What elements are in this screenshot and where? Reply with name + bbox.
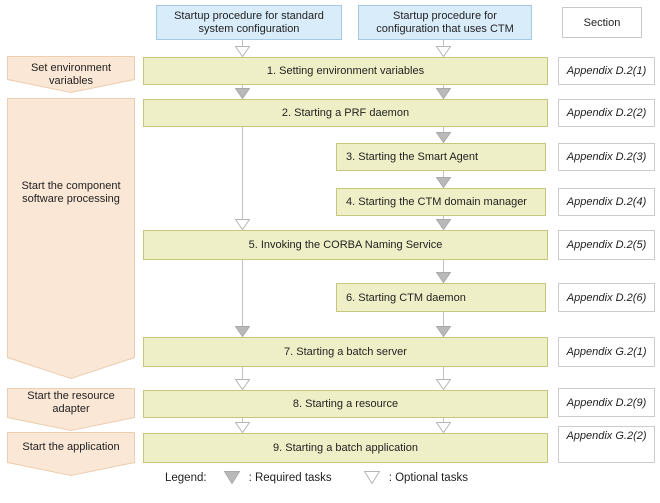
section-ref-8: Appendix D.2(9) (558, 388, 655, 417)
section-ref-1: Appendix D.2(1) (558, 57, 655, 85)
section-ref-label: Appendix D.2(5) (566, 239, 647, 251)
optional-arrow-icon (436, 418, 451, 433)
section-ref-label: Appendix D.2(4) (566, 196, 647, 208)
column-header-standard: Startup procedure for standard system co… (156, 5, 342, 40)
phase-callout-resource-adapter: Start the resource adapter (7, 388, 135, 431)
step-box-3: 3. Starting the Smart Agent (336, 143, 546, 171)
legend-title: Legend: (165, 471, 207, 484)
optional-arrow-icon (235, 418, 250, 433)
optional-arrow-icon (235, 367, 250, 390)
section-ref-label: Appendix D.2(6) (566, 291, 647, 304)
column-header-section-label: Section (583, 16, 621, 29)
column-header-ctm: Startup procedure for configuration that… (358, 5, 532, 40)
phase-label: Start the resource adapter (27, 390, 115, 415)
column-header-section: Section (562, 7, 642, 38)
required-arrow-icon (235, 85, 250, 99)
section-ref-label: Appendix D.2(9) (566, 396, 647, 409)
required-arrow-icon (436, 260, 451, 283)
callout-shape (8, 99, 134, 378)
phase-label: Start the component software processing (21, 180, 121, 205)
optional-arrow-icon (436, 40, 451, 57)
step-label: 3. Starting the Smart Agent (346, 151, 479, 163)
required-arrow-icon (223, 471, 240, 484)
phase-callout-environment: Set environment variables (7, 56, 135, 93)
legend-required-label: : Required tasks (248, 471, 332, 484)
optional-arrow-icon (235, 127, 250, 230)
step-box-9: 9. Starting a batch application (143, 433, 548, 463)
step-label: 9. Starting a batch application (273, 442, 418, 454)
optional-arrow-icon (235, 40, 250, 57)
optional-arrow-icon (363, 471, 380, 484)
section-ref-6: Appendix D.2(6) (558, 283, 655, 312)
section-ref-label: Appendix G.2(1) (566, 346, 647, 358)
section-ref-label: Appendix D.2(2) (566, 107, 647, 119)
section-ref-4: Appendix D.2(4) (558, 188, 655, 216)
required-arrow-icon (436, 171, 451, 188)
phase-callout-application: Start the application (7, 432, 135, 476)
step-box-2: 2. Starting a PRF daemon (143, 99, 548, 127)
step-box-8: 8. Starting a resource (143, 390, 548, 418)
section-ref-7: Appendix G.2(1) (558, 337, 655, 367)
step-label: 7. Starting a batch server (284, 346, 407, 358)
step-label: 6. Starting CTM daemon (346, 291, 466, 304)
section-ref-5: Appendix D.2(5) (558, 230, 655, 260)
column-header-standard-label: Startup procedure for standard system co… (174, 9, 324, 35)
section-ref-9: Appendix G.2(2) (558, 426, 655, 463)
section-ref-3: Appendix D.2(3) (558, 143, 655, 171)
required-arrow-icon (436, 312, 451, 337)
phase-label: Start the application (22, 441, 120, 453)
legend-optional-label: : Optional tasks (388, 471, 468, 484)
phase-label: Set environment variables (30, 61, 112, 87)
step-label: 5. Invoking the CORBA Naming Service (248, 239, 443, 251)
required-arrow-icon (235, 260, 250, 337)
step-label: 1. Setting environment variables (266, 65, 425, 77)
legend: Legend: : Required tasks : Optional task… (165, 471, 468, 484)
step-label: 4. Starting the CTM domain manager (346, 196, 527, 208)
step-box-4: 4. Starting the CTM domain manager (336, 188, 546, 216)
required-arrow-icon (436, 85, 451, 99)
section-ref-label: Appendix G.2(2) (566, 430, 647, 442)
required-arrow-icon (436, 216, 451, 230)
step-box-6: 6. Starting CTM daemon (336, 283, 546, 312)
column-header-ctm-label: Startup procedure for configuration that… (376, 9, 514, 35)
step-box-5: 5. Invoking the CORBA Naming Service (143, 230, 548, 260)
optional-arrow-icon (436, 367, 451, 390)
phase-callout-component-software: Start the component software processing (7, 98, 135, 379)
section-ref-label: Appendix D.2(3) (566, 151, 647, 163)
section-ref-2: Appendix D.2(2) (558, 99, 655, 127)
required-arrow-icon (436, 127, 451, 143)
step-label: 2. Starting a PRF daemon (281, 107, 410, 119)
step-label: 8. Starting a resource (292, 398, 399, 410)
section-ref-label: Appendix D.2(1) (566, 65, 647, 77)
step-box-1: 1. Setting environment variables (143, 57, 548, 85)
step-box-7: 7. Starting a batch server (143, 337, 548, 367)
